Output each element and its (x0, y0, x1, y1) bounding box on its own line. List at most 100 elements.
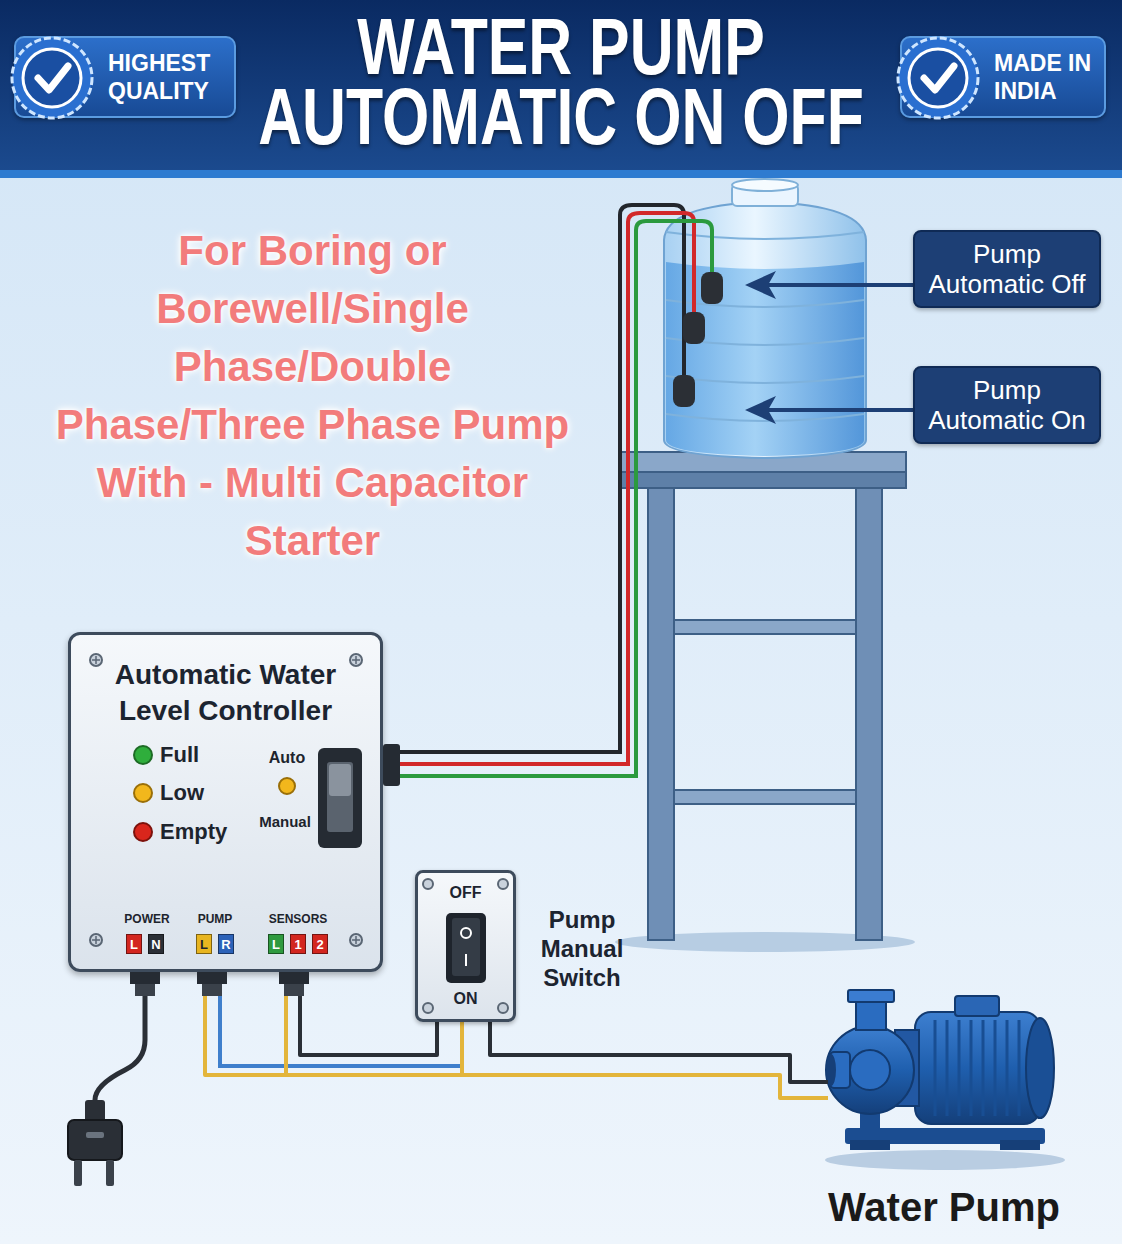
led-yellow (134, 784, 152, 802)
callout-box: Pump Automatic On (913, 366, 1101, 444)
float-sensor (701, 272, 723, 304)
origin-badge: MADE IN INDIA (900, 36, 1106, 118)
terminal-group-label: POWER (112, 911, 182, 927)
terminal-group-label: SENSORS (258, 911, 338, 927)
float-sensor (673, 375, 695, 407)
pump-shadow (825, 1150, 1065, 1170)
manual-switch-box: OFFONPump Manual Switch (415, 870, 516, 1022)
stand-crossbar (674, 620, 856, 634)
switch-state: ON (418, 989, 513, 1009)
screw (423, 879, 433, 889)
cable-gland (202, 984, 222, 996)
plug-pin (106, 1160, 114, 1186)
plug-pin (74, 1160, 82, 1186)
volute-center (850, 1050, 890, 1090)
terminal-label: R (218, 934, 234, 954)
cable-gland (135, 984, 155, 996)
feature-note: For Boring or Borewell/Single Phase/Doub… (50, 222, 575, 570)
check-mark (924, 66, 954, 90)
motor-fins (935, 1020, 1019, 1116)
indicator-label: Low (160, 779, 204, 807)
outlet-flange (848, 990, 894, 1002)
callout-text: Pump Automatic On (915, 368, 1099, 442)
terminal-group-label: PUMP (180, 911, 250, 927)
cable-gland (130, 972, 160, 984)
terminal-label: 2 (312, 934, 328, 954)
badge-seal (898, 38, 978, 118)
terminal-label: L (126, 934, 142, 954)
screw (350, 934, 362, 946)
terminal-label: 1 (290, 934, 306, 954)
rocker-face (452, 918, 480, 976)
callout-box: Pump Automatic Off (913, 230, 1101, 308)
toggle-lever (329, 764, 351, 796)
indicator-label: Full (160, 741, 199, 769)
mode-label: Auto (257, 748, 317, 768)
controller-title: Automatic Water Level Controller (85, 657, 366, 729)
float-sensor (683, 312, 705, 344)
switch-wire (460, 1022, 464, 1075)
header-stripe (0, 170, 1122, 178)
pump-outlet (856, 1000, 886, 1030)
check-mark (38, 66, 68, 90)
switch-heading: Pump Manual Switch (530, 905, 634, 992)
off-symbol (461, 928, 471, 938)
badge-ring (909, 49, 967, 107)
sensor-common-wire (284, 996, 288, 1075)
power-plug (68, 1120, 122, 1160)
mode-label: Manual (250, 812, 320, 832)
water-pump: Water Pump (828, 980, 1060, 1242)
plug-slot (86, 1132, 104, 1138)
motor-end-cap (1026, 1018, 1054, 1118)
wire-connector (205, 972, 828, 1098)
cable-gland (279, 972, 309, 984)
rocker-switch (446, 913, 486, 983)
screw (90, 934, 102, 946)
pump-volute (826, 1026, 914, 1114)
plug-collar (85, 1100, 105, 1122)
header-band (0, 0, 1122, 170)
led-red (134, 823, 152, 841)
terminal-box (955, 996, 999, 1016)
switch-state: OFF (418, 883, 513, 903)
badge-text: HIGHEST QUALITY (108, 38, 220, 116)
toggle-well (327, 762, 353, 832)
badge-text: MADE IN INDIA (994, 38, 1106, 116)
pump-motor (915, 1012, 1040, 1124)
callout-arrowhead (745, 396, 776, 424)
badge-seal (12, 38, 92, 118)
mode-toggle (318, 748, 362, 848)
terminal-label: L (196, 934, 212, 954)
stand-crossbar (674, 790, 856, 804)
callout-text: Pump Automatic Off (915, 232, 1099, 306)
stand-leg (856, 486, 882, 940)
cable-gland (383, 744, 400, 786)
callout-arrow (768, 283, 913, 287)
stand-leg (648, 486, 674, 940)
led-green (134, 746, 152, 764)
terminal-label: L (268, 934, 284, 954)
stand-top-edge (620, 472, 906, 488)
screw (498, 1003, 508, 1013)
cable-gland (284, 984, 304, 996)
screw (498, 879, 508, 889)
callout-arrowhead (745, 271, 776, 299)
screw (90, 654, 102, 666)
callout-arrow (768, 408, 913, 412)
led-yellow (279, 778, 295, 794)
badge-ring (23, 49, 81, 107)
tank-lid-top (732, 179, 798, 191)
indicator-label: Empty (160, 818, 227, 846)
screw (423, 1003, 433, 1013)
quality-badge: HIGHEST QUALITY (14, 36, 236, 118)
pump-foot (1000, 1140, 1040, 1150)
pump-foot (850, 1140, 890, 1150)
pump-heading: Water Pump (798, 1183, 1090, 1231)
screw (350, 654, 362, 666)
terminal-label: N (148, 934, 164, 954)
